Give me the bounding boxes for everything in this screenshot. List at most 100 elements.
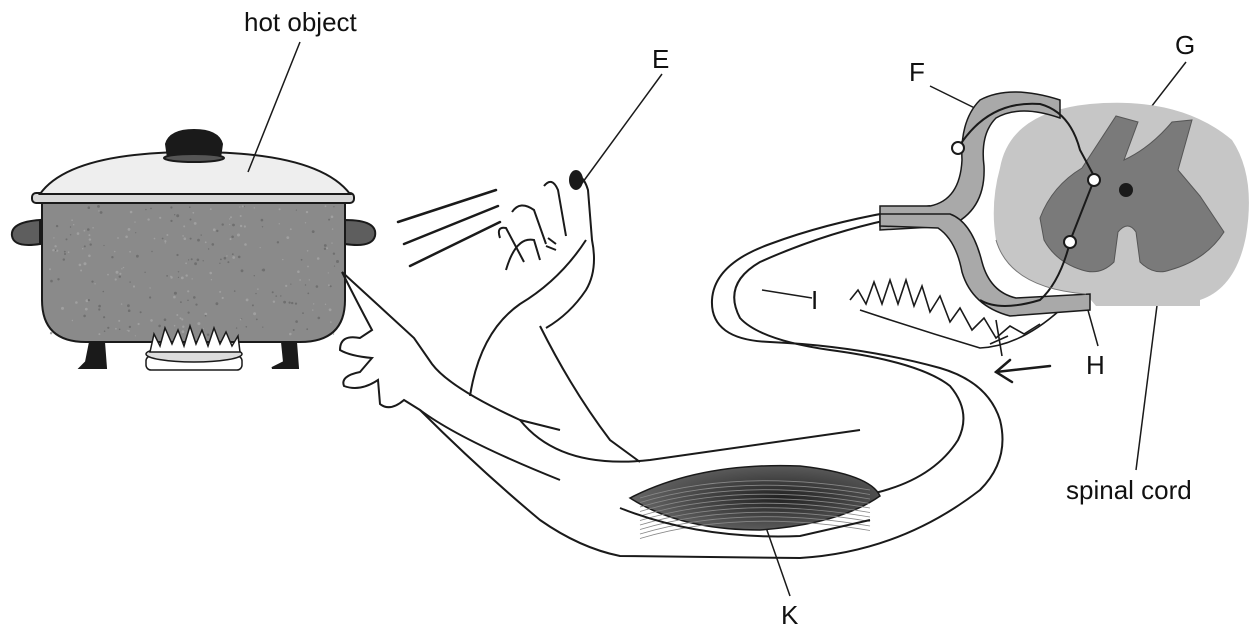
pot-speckle (128, 309, 131, 312)
pot-speckle (170, 220, 172, 222)
pot-speckle (205, 315, 207, 317)
pot-speckle (61, 307, 64, 310)
pot-speckle (180, 317, 182, 319)
pot-speckle (261, 219, 264, 222)
pot-speckle (135, 232, 136, 233)
pot-speckle (324, 244, 327, 247)
pot-speckle (165, 242, 166, 243)
pot-speckle (239, 206, 240, 207)
pot-speckle (324, 248, 326, 250)
pot-speckle (149, 296, 151, 298)
pot-speckle (291, 302, 293, 304)
pot-speckle (302, 312, 304, 314)
pot-speckle (85, 308, 88, 311)
pot-speckle (150, 208, 152, 210)
pot-speckle (195, 304, 197, 306)
pot-speckle (66, 238, 68, 240)
pot-speckle (234, 290, 236, 292)
pot-speckle (328, 284, 330, 286)
pot-speckle (164, 318, 167, 321)
pot-speckle (232, 256, 235, 259)
pot-speckle (293, 329, 295, 331)
label-k: K (781, 602, 798, 628)
pot-speckle (87, 228, 90, 231)
pot-speckle (202, 328, 203, 329)
pot-speckle (305, 284, 306, 285)
pot-speckle (333, 333, 335, 335)
pot-speckle (115, 278, 117, 280)
pot-speckle (119, 276, 121, 278)
pot-speckle (326, 247, 328, 249)
pot-speckle (244, 243, 247, 246)
pot-speckle (312, 309, 313, 310)
pot-speckle (50, 332, 52, 334)
pot-speckle (181, 277, 184, 280)
pot-speckle (186, 274, 188, 276)
pot-speckle (318, 317, 321, 320)
pot-speckle (219, 263, 220, 264)
pot-speckle (222, 223, 224, 225)
pot-speckle (64, 251, 66, 253)
pot-speckle (201, 234, 202, 235)
pot-speckle (104, 330, 106, 332)
pot-speckle (103, 316, 105, 318)
pot-speckle (286, 236, 289, 239)
pot-speckle (55, 250, 56, 251)
pot-speckle (325, 205, 327, 207)
pot-speckle (220, 259, 222, 261)
pot-speckle (49, 268, 51, 270)
pot-speckle (336, 260, 339, 263)
pot-speckle (222, 297, 224, 299)
pot-speckle (231, 236, 234, 239)
pot-speckle (254, 207, 255, 208)
pot-speckle (84, 262, 87, 265)
pot-speckle (283, 301, 286, 304)
pot-speckle (121, 303, 122, 304)
pot-speckle (128, 228, 131, 231)
pot-speckle (325, 304, 326, 305)
pot-speckle (316, 285, 319, 288)
pot-speckle (194, 222, 197, 225)
pot-speckle (329, 308, 332, 311)
pot-speckle (227, 261, 229, 263)
pot-speckle (182, 326, 184, 328)
pot-speckle (174, 325, 176, 327)
pot-speckle (240, 225, 242, 227)
pot-speckle (184, 237, 187, 240)
pot-speckle (117, 237, 119, 239)
pot-speckle (107, 274, 109, 276)
pot-speckle (70, 234, 71, 235)
pot-speckle (56, 250, 58, 252)
pot-speckle (305, 222, 306, 223)
pot-speckle (154, 238, 156, 240)
pot-speckle (88, 206, 91, 209)
pot-speckle (282, 259, 283, 260)
pot-speckle (229, 224, 230, 225)
pot-speckle (119, 273, 121, 275)
pot-speckle (328, 219, 330, 221)
pot-speckle (197, 239, 200, 242)
pot-speckle (312, 230, 315, 233)
pot-speckle (127, 304, 130, 307)
pot-speckle (151, 251, 152, 252)
pot-speckle (212, 243, 215, 246)
pot-speckle (203, 260, 204, 261)
nerve-fibres (850, 280, 1060, 356)
pot-speckle (331, 242, 332, 243)
pot-speckle (188, 312, 190, 314)
pot-speckle (296, 210, 297, 211)
pot-speckle (232, 253, 234, 255)
pot-speckle (135, 335, 136, 336)
pot-speckle (272, 291, 274, 293)
pot-speckle (190, 219, 192, 221)
pot-speckle (256, 319, 258, 321)
label-f: F (909, 59, 925, 85)
pot-speckle (77, 232, 80, 235)
pot-speckle (226, 255, 227, 256)
pot-speckle (331, 216, 334, 219)
pot-speckle (210, 208, 212, 210)
label-h: H (1086, 352, 1105, 378)
pot-speckle (260, 247, 261, 248)
label-i: I (811, 287, 818, 313)
pot-speckle (64, 253, 66, 255)
